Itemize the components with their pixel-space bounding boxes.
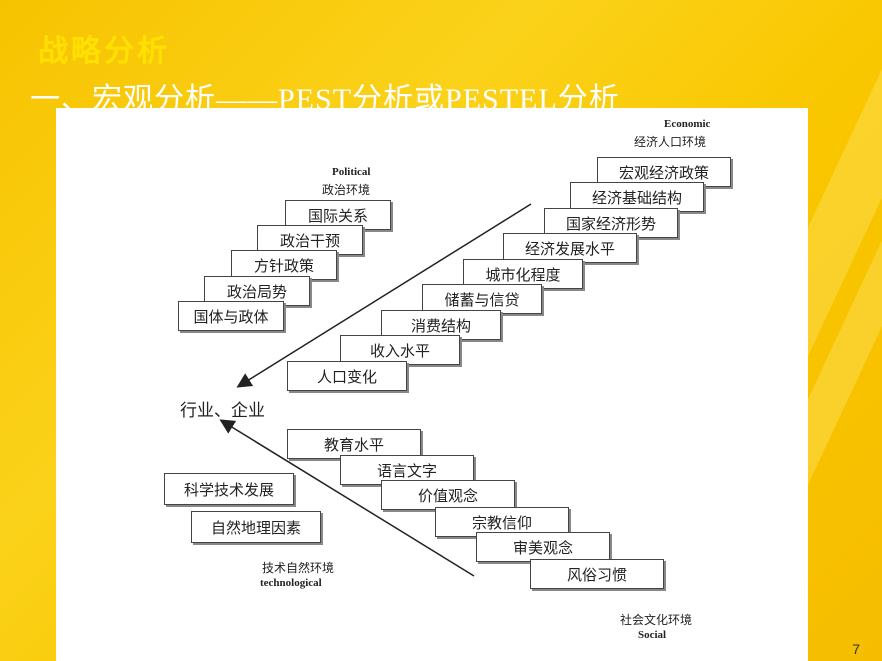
economic-arrow <box>236 203 532 388</box>
technological-label-cn: 技术自然环境 <box>262 561 335 575</box>
social-item: 价值观念 <box>381 480 515 510</box>
pest-diagram-panel: Economic 经济人口环境 宏观经济政策 经济基础结构 国家经济形势 经济发… <box>56 108 808 661</box>
social-label-en: Social <box>638 629 667 641</box>
social-item: 审美观念 <box>476 532 610 562</box>
social-arrow <box>219 419 475 577</box>
slide-title: 战略分析 <box>38 34 170 69</box>
economic-item: 收入水平 <box>340 335 460 365</box>
political-label-en: Political <box>332 166 371 178</box>
industry-enterprise-label: 行业、企业 <box>180 401 265 421</box>
technological-item: 科学技术发展 <box>164 473 294 505</box>
technological-item: 自然地理因素 <box>191 511 321 543</box>
social-item: 风俗习惯 <box>530 559 664 589</box>
technological-label-en: technological <box>260 577 322 589</box>
page-number: 7 <box>852 641 860 657</box>
political-item: 国体与政体 <box>178 301 284 331</box>
economic-label-en: Economic <box>664 118 711 130</box>
social-label-cn: 社会文化环境 <box>620 613 693 627</box>
economic-item: 人口变化 <box>287 361 407 391</box>
economic-item: 经济基础结构 <box>570 182 704 212</box>
arrows-layer <box>219 203 532 577</box>
social-item: 教育水平 <box>287 429 421 459</box>
political-label-cn: 政治环境 <box>322 183 371 197</box>
economic-item: 经济发展水平 <box>503 233 637 263</box>
economic-label-cn: 经济人口环境 <box>634 135 707 149</box>
